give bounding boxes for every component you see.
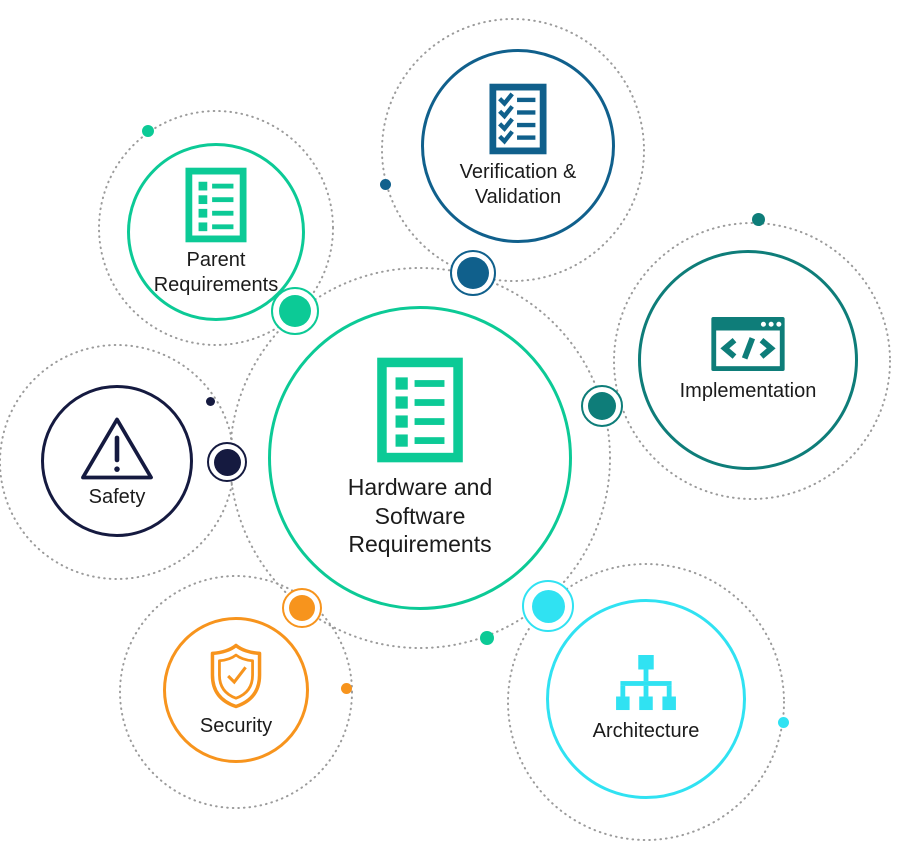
connector-dot-security (282, 588, 322, 628)
connector-dot-verification (450, 250, 496, 296)
shield-check-icon (210, 643, 262, 708)
accent-dot-blue (380, 179, 391, 190)
accent-dot-navy (206, 397, 215, 406)
node-architecture: Architecture (546, 599, 746, 799)
code-window-icon (711, 316, 785, 371)
dotted-orbit-parent (98, 110, 334, 346)
checklist-icon (185, 167, 247, 242)
node-label: Verification & Validation (459, 160, 577, 208)
connector-dot-parent (271, 287, 319, 335)
dotted-orbit-verification (381, 18, 645, 282)
accent-dot-cyan (778, 717, 789, 728)
node-parent-requirements: Parent Requirements (127, 143, 305, 321)
connector-dot-implementation (581, 385, 623, 427)
node-label: Safety (88, 485, 146, 508)
node-label: Security (199, 714, 273, 737)
node-verification-validation: Verification & Validation (421, 49, 615, 243)
node-label: Hardware and Software Requirements (347, 473, 493, 558)
accent-dot-green (142, 125, 154, 137)
dotted-orbit-implementation (613, 222, 891, 500)
connector-dot-architecture (522, 580, 574, 632)
node-security: Security (163, 617, 309, 763)
node-implementation: Implementation (638, 250, 858, 470)
accent-dot-green-2 (480, 631, 494, 645)
dotted-orbit-architecture (507, 563, 785, 841)
node-label: Parent Requirements (153, 248, 279, 296)
node-label: Implementation (679, 379, 817, 402)
accent-dot-orange (341, 683, 352, 694)
connector-dot-safety (207, 442, 247, 482)
node-hardware-software-requirements: Hardware and Software Requirements (268, 306, 572, 610)
hierarchy-icon (616, 654, 676, 710)
checklist-icon (377, 357, 463, 463)
node-safety: Safety (41, 385, 193, 537)
accent-dot-teal (752, 213, 765, 226)
dotted-orbit-security (119, 575, 353, 809)
checked-list-icon (489, 83, 547, 154)
dotted-orbit-center (229, 267, 611, 649)
node-label: Architecture (592, 719, 700, 742)
warning-triangle-icon (81, 417, 153, 479)
